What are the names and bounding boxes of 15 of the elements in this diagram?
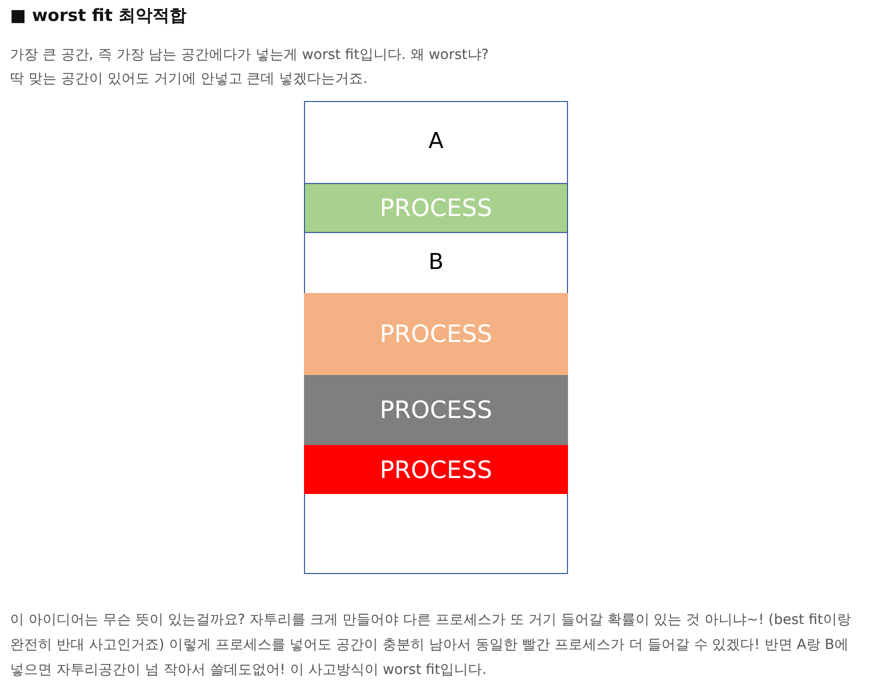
process-block xyxy=(304,183,568,233)
process-block xyxy=(304,293,568,375)
memory-column xyxy=(304,101,568,574)
process-label: PROCESS xyxy=(378,454,494,484)
intro-text: 가장 큰 공간, 즉 가장 남는 공간에다가 넣는게 worst fit입니다. 왜 worst냐? xyxy=(10,46,489,64)
process-label: PROCESS xyxy=(378,395,494,425)
heading: ■ worst fit 최악적합 xyxy=(10,5,187,27)
explanation-paragraph: 이 아이디어는 무슨 뜻이 있는걸까요? 자투리를 크게 만들어야 다른 프로세스가 또 거기 들어갈 확률이 있는 것 아니냐~! (best fit이랑 완전히 반대 사고인거죠) 이렇게 프로세스를 넣어도 공간이 충분히 남아서 동일한 빨간 프로세스가 더 들어갈 수 있겠다! 반면 A랑 B에 넣으면 자투리공간이 넘 작아서 쓸데도없어! 이 사고방식이 worst fit입니다. xyxy=(10,611,852,680)
process-label: PROCESS xyxy=(378,319,494,349)
intro-text: 딱 맞는 공간이 있어도 거기에 안넣고 큰데 넣겠다는거죠. xyxy=(10,70,368,88)
block-label: B xyxy=(427,249,445,277)
process-label: PROCESS xyxy=(378,193,494,223)
block-label: A xyxy=(427,128,445,156)
process-block xyxy=(304,445,568,494)
process-block xyxy=(304,375,568,445)
